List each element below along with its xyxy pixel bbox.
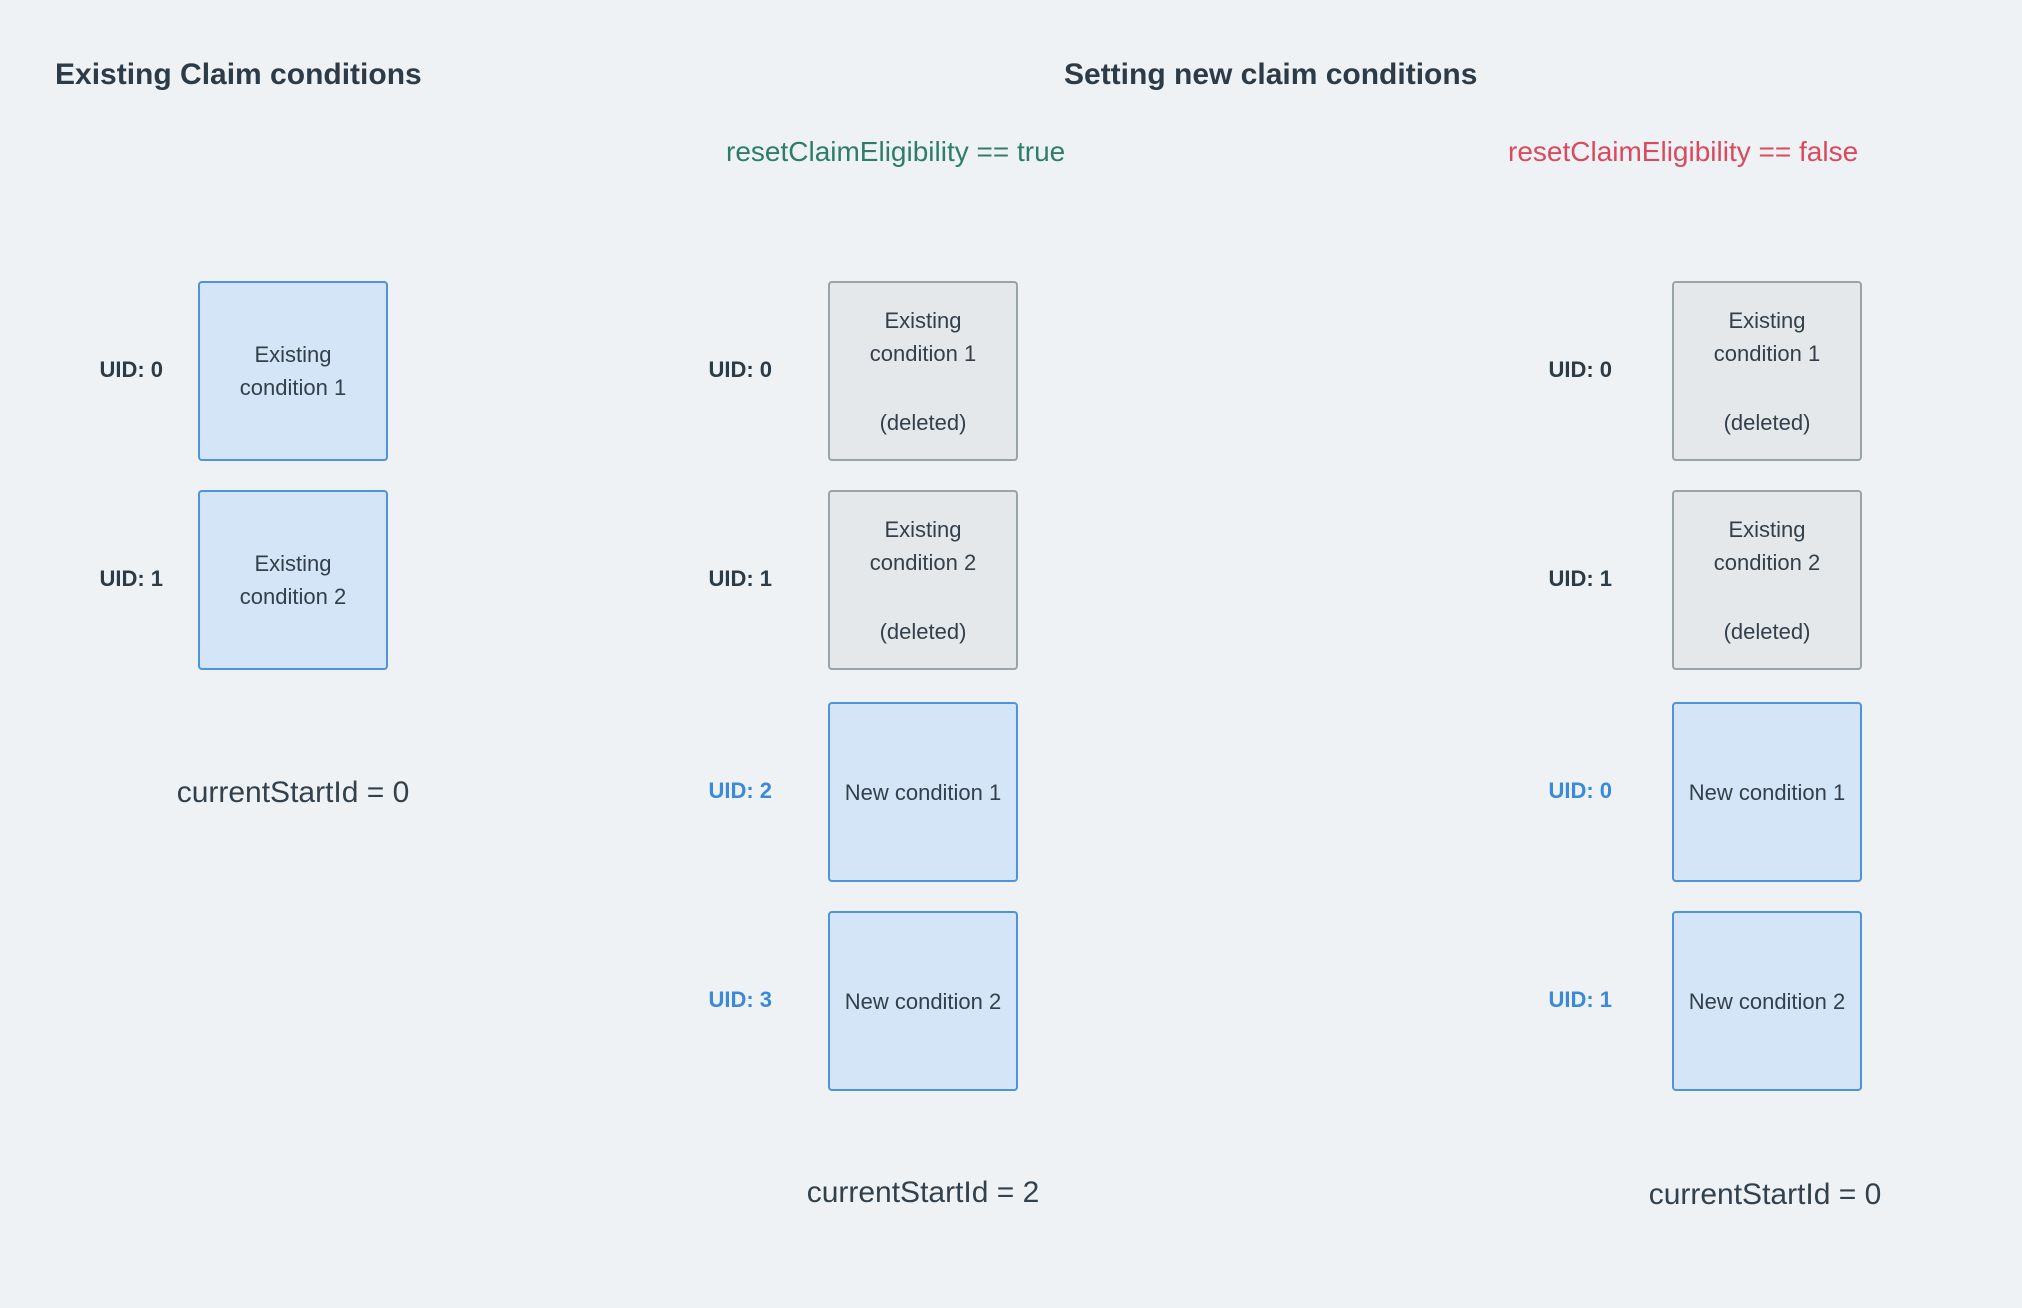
caption-current-start-id: currentStartId = 2 [806, 1176, 1040, 1209]
heading-setting-new-claim-conditions: Setting new claim conditions [1064, 58, 1478, 91]
caption-current-start-id: currentStartId = 0 [1648, 1178, 1882, 1211]
deleted-note: (deleted) [879, 409, 967, 435]
uid-label: UID: 0 [708, 357, 772, 382]
condition-box-label: Existing condition 1 [869, 307, 977, 366]
condition-box-deleted: Existing condition 1 (deleted) [828, 281, 1018, 461]
condition-box: Existing condition 1 [198, 281, 388, 461]
condition-box: New condition 1 [828, 702, 1018, 882]
condition-box-label: New condition 2 [1688, 988, 1846, 1014]
caption-current-start-id: currentStartId = 0 [176, 776, 410, 809]
uid-label: UID: 1 [1548, 987, 1612, 1012]
condition-box-label: New condition 1 [844, 779, 1002, 805]
deleted-note: (deleted) [1723, 618, 1811, 644]
uid-label: UID: 0 [99, 357, 163, 382]
deleted-note: (deleted) [1723, 409, 1811, 435]
condition-box-label: Existing condition 2 [1713, 516, 1821, 575]
uid-label: UID: 2 [708, 778, 772, 803]
condition-box: New condition 1 [1672, 702, 1862, 882]
condition-box-label: Existing condition 2 [239, 551, 347, 609]
condition-box-deleted: Existing condition 1 (deleted) [1672, 281, 1862, 461]
uid-label: UID: 3 [708, 987, 772, 1012]
condition-box-label: New condition 2 [844, 988, 1002, 1014]
condition-box-label: New condition 1 [1688, 779, 1846, 805]
condition-box-label: Existing condition 2 [869, 516, 977, 575]
condition-box-label: Existing condition 1 [239, 342, 347, 400]
label-reset-claim-eligibility-true: resetClaimEligibility == true [726, 136, 1066, 167]
uid-label: UID: 0 [1548, 778, 1612, 803]
condition-box: New condition 2 [1672, 911, 1862, 1091]
label-reset-claim-eligibility-false: resetClaimEligibility == false [1508, 136, 1859, 167]
uid-label: UID: 0 [1548, 357, 1612, 382]
condition-box: New condition 2 [828, 911, 1018, 1091]
condition-box-label: Existing condition 1 [1713, 307, 1821, 366]
uid-label: UID: 1 [1548, 566, 1612, 591]
condition-box-deleted: Existing condition 2 (deleted) [1672, 490, 1862, 670]
condition-box-deleted: Existing condition 2 (deleted) [828, 490, 1018, 670]
uid-label: UID: 1 [99, 566, 163, 591]
heading-existing-claim-conditions: Existing Claim conditions [55, 58, 422, 91]
condition-box: Existing condition 2 [198, 490, 388, 670]
deleted-note: (deleted) [879, 618, 967, 644]
uid-label: UID: 1 [708, 566, 772, 591]
